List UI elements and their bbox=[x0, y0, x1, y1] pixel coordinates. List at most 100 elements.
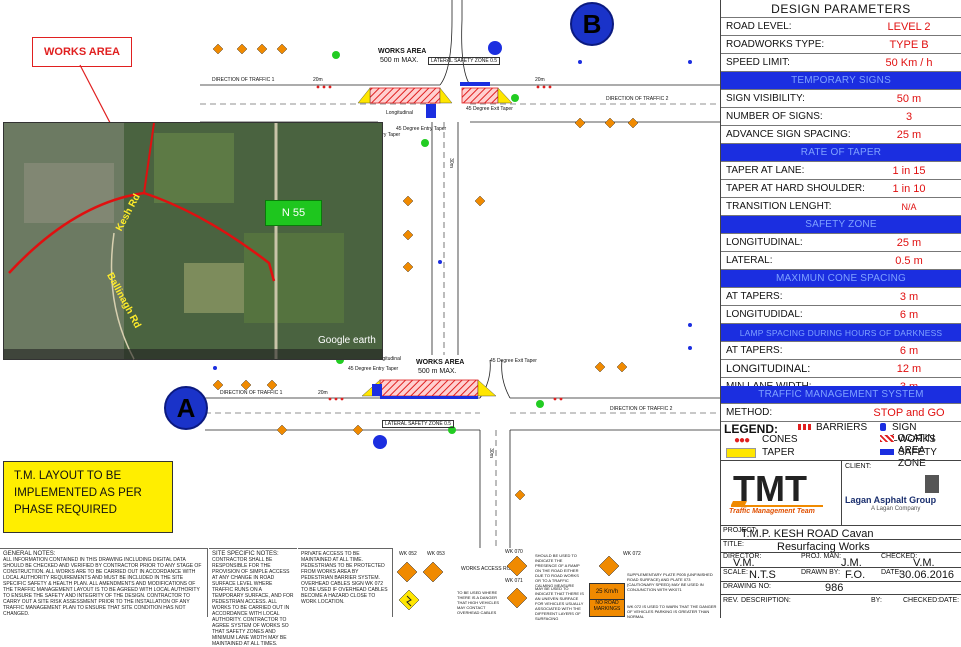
wk052-label: WK 052 bbox=[399, 551, 417, 557]
hdr-rate-of-taper: RATE OF TAPER bbox=[721, 144, 961, 162]
desc-warn: WK 072 IS USED TO WARN THAT THE DANGER O… bbox=[627, 604, 717, 619]
safety-zone-a-label: LATERAL SAFETY ZONE 0.5 bbox=[382, 420, 455, 428]
dist-20m-b1: 20m bbox=[313, 77, 323, 83]
roadworks-type-label: ROADWORKS TYPE: bbox=[726, 39, 825, 50]
tb-line-4 bbox=[721, 567, 961, 568]
director-label: DIRECTOR: bbox=[723, 553, 762, 560]
sign-details-box: WK 052 WK 053 WORKS ACCESS ROAD WK 070 W… bbox=[392, 548, 721, 621]
lamp-at-tapers-value: 6 m bbox=[899, 344, 919, 357]
checked-label: CHECKED: bbox=[881, 553, 918, 560]
wk053-label: WK 053 bbox=[427, 551, 445, 557]
desc-plate: SUPPLEMENTARY PLATE P005 (UNFINISHED ROA… bbox=[627, 572, 713, 592]
lamp-longitudinal-value: 12 m bbox=[896, 362, 922, 375]
method-label: METHOD: bbox=[726, 407, 773, 418]
client-label: CLIENT: bbox=[845, 463, 872, 470]
no-markings-plate: NO ROAD MARKINGS bbox=[589, 599, 625, 617]
at-tapers-value: 3 m bbox=[899, 290, 919, 303]
row-lateral: LATERAL:0.5 m bbox=[721, 252, 961, 270]
legend-title: LEGEND: bbox=[724, 422, 778, 436]
hdr-temporary-signs: TEMPORARY SIGNS bbox=[721, 72, 961, 90]
row-at-tapers: AT TAPERS: 3 m bbox=[721, 288, 961, 306]
longitudinal-value: 25 m bbox=[896, 236, 922, 249]
title-value: Resurfacing Works bbox=[777, 541, 870, 553]
hdr-max-cone-spacing: MAXIMUN CONE SPACING bbox=[721, 270, 961, 288]
traffic-layout-drawing: WORKS AREA 500 m MAX. LATERAL SAFETY ZON… bbox=[200, 0, 720, 548]
description-label: DESCRIPTION: bbox=[741, 597, 791, 604]
sign-icon-wk072 bbox=[598, 555, 620, 577]
site-notes-title: SITE SPECIFIC NOTES: bbox=[212, 551, 279, 557]
road-level-value: LEVEL 2 bbox=[887, 20, 931, 33]
desc-071: MAY BE USED TO INDICATE THAT THERE IS AN… bbox=[535, 586, 584, 621]
phase-note: T.M. LAYOUT TO BE IMPLEMENTED AS PER PHA… bbox=[3, 461, 173, 533]
marker-b: B bbox=[570, 2, 614, 46]
max-cone-spacing-header: MAXIMUN CONE SPACING bbox=[776, 273, 906, 284]
wk070-label: WK 070 bbox=[505, 549, 523, 555]
site-notes-text-2: PRIVATE ACCESS TO BE MAINTAINED AT ALL T… bbox=[301, 551, 388, 605]
longitudinal-a-label: Longitudinal bbox=[374, 356, 401, 362]
lateral-value: 0.5 m bbox=[895, 254, 923, 267]
satellite-map: Kesh Rd Ballinagh Rd Google earth bbox=[3, 122, 383, 360]
general-notes: GENERAL NOTES: ALL INFORMATION CONTAINED… bbox=[0, 548, 208, 617]
works-access-label: WORKS ACCESS ROAD bbox=[461, 566, 518, 572]
entry-taper-a-label: 45 Degree Entry Taper bbox=[348, 366, 399, 372]
sign-icons-middle bbox=[506, 555, 528, 609]
works-area-a-label: WORKS AREA bbox=[416, 359, 465, 366]
wk071-label: WK 071 bbox=[505, 578, 523, 584]
rate-of-taper-header: RATE OF TAPER bbox=[800, 147, 882, 158]
project-name: T.M.P. KESH ROAD Cavan bbox=[741, 528, 874, 540]
general-notes-title: GENERAL NOTES: bbox=[3, 551, 56, 557]
drawn-label: DRAWN BY: bbox=[801, 569, 841, 576]
row-method: METHOD:STOP and GO bbox=[721, 404, 961, 422]
row-longitudidal: LONGITUDIDAL:6 m bbox=[721, 306, 961, 324]
drawing-no-value: 986 bbox=[825, 582, 844, 594]
tb-line-5 bbox=[721, 581, 961, 582]
sign-visibility-value: 50 m bbox=[896, 92, 922, 105]
direction-1-b-label: DIRECTION OF TRAFFIC 1 bbox=[212, 77, 275, 83]
hdr-tm-system: TRAFFIC MANAGEMENT SYSTEM bbox=[721, 386, 961, 404]
lamp-longitudinal-label: LONGITUDINAL: bbox=[726, 362, 811, 375]
client-sub: A Lagan Company bbox=[871, 506, 921, 512]
google-earth-logo: Google earth bbox=[318, 335, 376, 346]
advance-spacing-value: 25 m bbox=[896, 128, 922, 141]
marker-a: A bbox=[164, 386, 208, 430]
exit-taper-a-label: 45 Degree Exit Taper bbox=[490, 358, 537, 364]
cones-swatch: ●●● bbox=[734, 435, 750, 446]
at-tapers-label: AT TAPERS: bbox=[726, 291, 783, 302]
legend-sign-location: SIGN LOCATIN bbox=[892, 422, 935, 444]
row-sign-visibility: SIGN VISIBILITY: 50 m bbox=[721, 90, 961, 108]
longitudinal-label: LONGITUDINAL: bbox=[726, 237, 803, 248]
taper-swatch bbox=[726, 448, 756, 458]
row-roadworks-type: ROADWORKS TYPE:TYPE B bbox=[721, 36, 961, 54]
safety-zone-swatch bbox=[880, 449, 894, 455]
drawn-value: F.O. bbox=[845, 569, 866, 581]
scale-label: SCALE: bbox=[723, 569, 748, 576]
tb-line-1 bbox=[721, 525, 961, 526]
works-max-a-label: 500 m MAX. bbox=[418, 368, 457, 375]
barriers-swatch bbox=[798, 424, 812, 430]
legend-barriers: BARRIERS bbox=[816, 422, 868, 433]
site-notes-text: CONTRACTOR SHALL BE RESPONSIBLE FOR THE … bbox=[212, 557, 294, 647]
tmt-logo: TMT bbox=[727, 465, 827, 519]
project-label: PROJECT: bbox=[723, 527, 757, 534]
client-logo-mark bbox=[925, 475, 939, 493]
site-notes: SITE SPECIFIC NOTES: CONTRACTOR SHALL BE… bbox=[209, 548, 297, 647]
road-layout-svg bbox=[200, 0, 720, 548]
temporary-signs-header: TEMPORARY SIGNS bbox=[791, 75, 891, 86]
legend-cones: CONES bbox=[762, 434, 798, 445]
tb-line-3 bbox=[721, 552, 961, 553]
row-lamp-at-tapers: AT TAPERS:6 m bbox=[721, 342, 961, 360]
client-name: Lagan Asphalt Group bbox=[845, 495, 937, 505]
road-level-label: ROAD LEVEL: bbox=[726, 21, 792, 32]
site-notes-2: PRIVATE ACCESS TO BE MAINTAINED AT ALL T… bbox=[298, 548, 392, 617]
road-a bbox=[205, 356, 720, 548]
director-value: V.M. bbox=[733, 557, 755, 569]
row-longitudinal: LONGITUDINAL: 25 m bbox=[721, 234, 961, 252]
sign-visibility-label: SIGN VISIBILITY: bbox=[726, 93, 805, 104]
hdr-lamp-spacing: LAMP SPACING DURING HOURS OF DARKNESS bbox=[721, 324, 961, 342]
row-road-level: ROAD LEVEL: LEVEL 2 bbox=[721, 18, 961, 36]
checked2-label: CHECKED: bbox=[903, 597, 940, 604]
date-value: 30.06.2016 bbox=[899, 569, 955, 581]
title-block: TMT Traffic Management Team CLIENT: Laga… bbox=[720, 460, 961, 618]
row-taper-lane: TAPER AT LANE:1 in 15 bbox=[721, 162, 961, 180]
date-label: DATE: bbox=[881, 569, 902, 576]
